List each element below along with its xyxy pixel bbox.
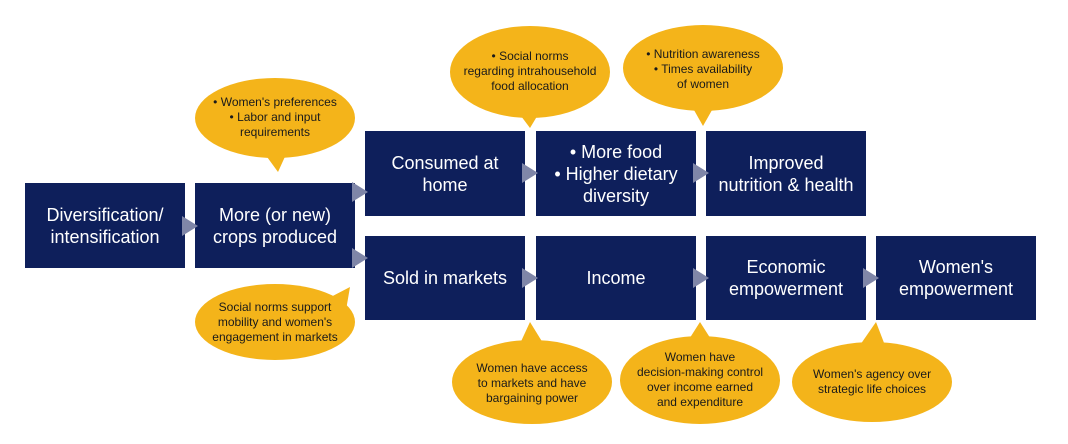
box-sold-line-1: Sold in markets [382,268,508,288]
arrow-crops-to-sold [352,248,368,268]
arrow-income-to-economic [693,268,709,288]
arrow-sold-to-income [522,268,538,288]
bubble-decision-line-4: and expenditure [656,395,744,409]
bubble-mobility: Social norms support mobility and women'… [200,293,350,351]
bubble-market-access-line-2: to markets and have [477,375,587,390]
arrow-more-food-to-nutrition [693,163,709,183]
box-diversification-line-1: Diversification/ [46,204,164,225]
bubble-mobility-line-3: engagement in markets [212,329,338,344]
bubble-social-norms-line-3: food allocation [491,78,569,93]
arrow-consumed-to-more-food [522,163,538,183]
bubble-agency-tail [858,322,886,348]
box-more-food-line-1: • More food [569,141,663,162]
box-consumed-line-2: home [422,174,468,195]
box-more-food-line-2: • Higher dietary [554,163,678,184]
arrow-diversification-to-crops [182,216,198,236]
box-economic-line-2: empowerment [728,279,844,299]
bubble-preferences-shape [195,78,355,158]
box-nutrition-line-2: nutrition & health [718,174,854,195]
box-nutrition-line-1: Improved [748,152,824,173]
arrow-crops-to-consumed [352,182,368,202]
box-diversification-line-2: intensification [50,226,160,247]
bubble-preferences-tail [262,150,288,172]
bubble-social-norms-line-2: regarding intrahousehold [463,63,597,78]
box-income: Income [536,236,696,320]
bubble-market-access-tail [518,322,546,348]
box-crops-line-2: crops produced [212,226,338,247]
box-income-line-1: Income [586,268,646,288]
bubble-mobility-shape [195,284,355,360]
bubble-agency-line-1: Women's agency over [812,367,932,381]
bubble-market-access-line-3: bargaining power [485,390,579,405]
box-crops-produced: More (or new)crops produced [195,183,355,268]
bubble-nutrition-awareness-tail [690,103,716,126]
bubble-nutrition-awareness-shape [623,25,783,111]
bubble-decision-shape [620,336,780,424]
bubble-mobility-line-2: mobility and women's [217,314,333,329]
bubble-preferences-line-1: • Women's preferences [213,94,337,109]
bubble-agency: Women's agency over strategic life choic… [797,360,947,404]
box-diversification: Diversification/intensification [25,183,185,268]
bubble-market-access: Women have access to markets and have ba… [457,354,607,412]
bubble-nutrition-line-1: • Nutrition awareness [646,46,760,61]
bubble-decision-line-1: Women have [664,350,736,364]
bubble-decision: Women have decision-making control over … [625,347,775,413]
bubble-social-norms-line-1: • Social norms [491,48,569,63]
box-crops-line-1: More (or new) [218,204,331,225]
box-women-line-2: empowerment [898,279,1014,299]
bubble-mobility-line-1: Social norms support [218,299,332,314]
bubble-market-access-shape [452,340,612,424]
box-economic-line-1: Economic [746,257,826,277]
bubble-decision-line-2: decision-making control [636,365,764,379]
bubble-nutrition-line-2: • Times availability [653,61,753,76]
arrow-economic-to-women [863,268,879,288]
bubble-market-access-line-1: Women have access [476,360,588,375]
box-sold-in-markets: Sold in markets [365,236,525,320]
bubble-preferences-line-2: • Labor and input [229,109,321,124]
bubble-agency-shape [792,342,952,422]
box-more-food-line-3: diversity [582,185,649,206]
bubble-decision-tail [686,322,714,344]
bubble-mobility-tail [325,287,350,316]
bubble-decision-line-3: over income earned [646,380,754,394]
bubble-preferences: • Women's preferences • Labor and input … [200,88,350,146]
box-women-line-1: Women's [918,257,994,277]
bubble-nutrition-awareness: • Nutrition awareness • Times availabili… [628,40,778,98]
bubble-social-norms-food-shape [450,26,610,118]
box-consumed-line-1: Consumed at [391,152,499,173]
bubble-social-norms-food-tail [515,108,542,128]
bubble-agency-line-2: strategic life choices [817,382,927,396]
bubble-social-norms-food: • Social norms regarding intrahousehold … [455,42,605,100]
bubble-preferences-line-3: requirements [239,124,311,139]
bubble-nutrition-line-3: of women [676,76,730,91]
